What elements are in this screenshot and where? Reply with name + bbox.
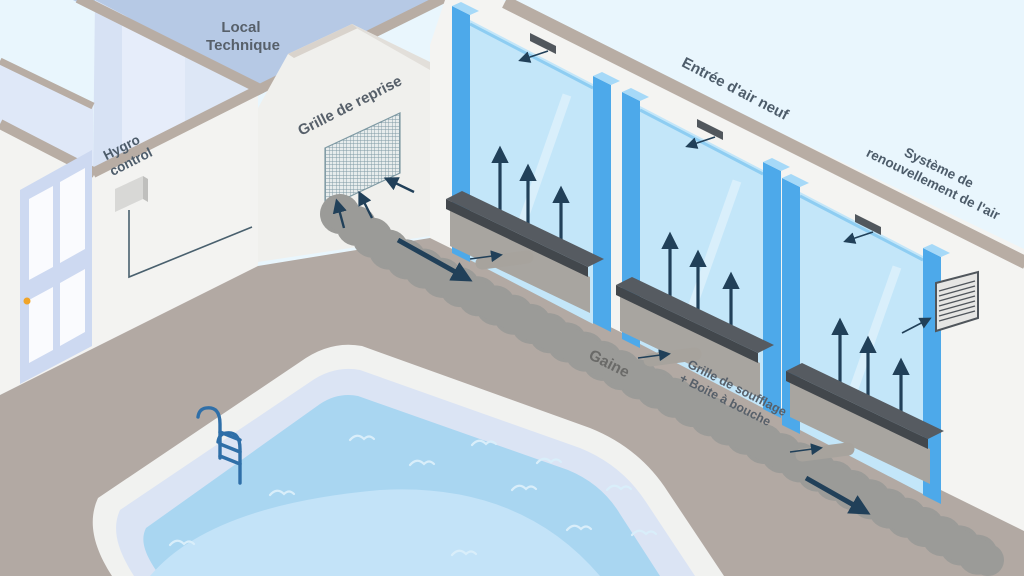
duct-branch-stub xyxy=(643,347,702,367)
air-inlet-vent-icon xyxy=(697,119,723,140)
back-wall-lavender-band-1 xyxy=(93,0,122,172)
local-technique-room xyxy=(0,0,451,172)
air-inlet-vent-icon xyxy=(855,214,881,235)
air-inlet-vent-icon xyxy=(530,33,556,54)
door-panel xyxy=(60,168,85,263)
door-panel xyxy=(29,186,53,280)
supply-box-body xyxy=(620,296,760,398)
chimney-top-bevel-left xyxy=(288,24,358,58)
supply-grille-top xyxy=(446,191,604,267)
door-knob xyxy=(23,297,31,305)
window-post-right-cap xyxy=(593,72,620,85)
air-inlet-arrow xyxy=(518,50,549,63)
supply-grille-top xyxy=(616,277,774,353)
airflow-arrows xyxy=(332,177,871,515)
pool-water-highlight xyxy=(150,489,600,576)
branch-flow-arrow xyxy=(637,349,671,362)
return-grille-mesh xyxy=(324,112,401,209)
branch-flow-arrow xyxy=(469,250,503,263)
door-panel xyxy=(29,287,53,363)
window-post-left-cap xyxy=(622,88,649,101)
water-waves xyxy=(168,434,658,557)
duct-core xyxy=(324,198,1004,576)
return-grille-unit xyxy=(258,24,430,262)
hygro-box-side xyxy=(143,176,148,202)
door-wall-beam-right xyxy=(90,83,265,178)
ceiling xyxy=(73,0,445,92)
supply-box-3 xyxy=(786,363,944,484)
window-post-right-cap xyxy=(923,244,950,257)
label-local-technique: Local Technique xyxy=(206,19,280,54)
air-renewal-louver-grille xyxy=(901,270,979,334)
supply-grille-front xyxy=(616,285,758,363)
duct-branch-stub xyxy=(795,442,855,462)
branch-flow-arrow xyxy=(789,443,823,456)
supply-grille-front xyxy=(446,199,588,277)
door xyxy=(20,150,92,384)
hygro-control-device xyxy=(115,176,253,279)
supply-box-body xyxy=(790,382,930,484)
air-inlet-arrow xyxy=(843,231,874,244)
air-duct xyxy=(320,194,1008,576)
hygro-box-front xyxy=(115,176,143,212)
window-post-right xyxy=(763,162,781,418)
window-post-right xyxy=(593,76,611,332)
door-panel xyxy=(60,269,85,346)
pool xyxy=(92,344,724,576)
return-grille-arrow xyxy=(332,198,347,229)
hygro-wire xyxy=(128,210,253,279)
supply-box-2 xyxy=(616,277,774,398)
chimney-top-bevel-right xyxy=(352,24,430,70)
window-post-left-cap xyxy=(782,174,809,187)
duct-flow-arrow xyxy=(804,475,871,515)
ceiling-beam-left xyxy=(75,0,265,95)
return-grille-arrow xyxy=(383,177,415,194)
louver-slats xyxy=(938,280,976,322)
supply-grille-top xyxy=(786,363,944,439)
window-wall-beam xyxy=(502,0,1024,269)
far-left-wall-top-beam xyxy=(0,57,95,110)
supply-grille-front xyxy=(786,371,928,449)
air-inlet-arrow xyxy=(685,136,716,149)
back-wall-lavender-band-3 xyxy=(185,50,258,123)
window-post-right-cap xyxy=(763,158,790,171)
pool-ladder-icon xyxy=(196,406,242,485)
louver-arrow xyxy=(901,317,932,334)
duct-flow-arrow xyxy=(396,237,473,282)
far-left-wall xyxy=(0,60,93,172)
return-grille-arrow xyxy=(358,190,374,219)
duct-branch-stub xyxy=(475,250,534,270)
back-wall-lavender-band-2 xyxy=(122,14,185,157)
window-post-left-cap xyxy=(452,2,479,15)
glass-top-edge xyxy=(799,194,924,262)
